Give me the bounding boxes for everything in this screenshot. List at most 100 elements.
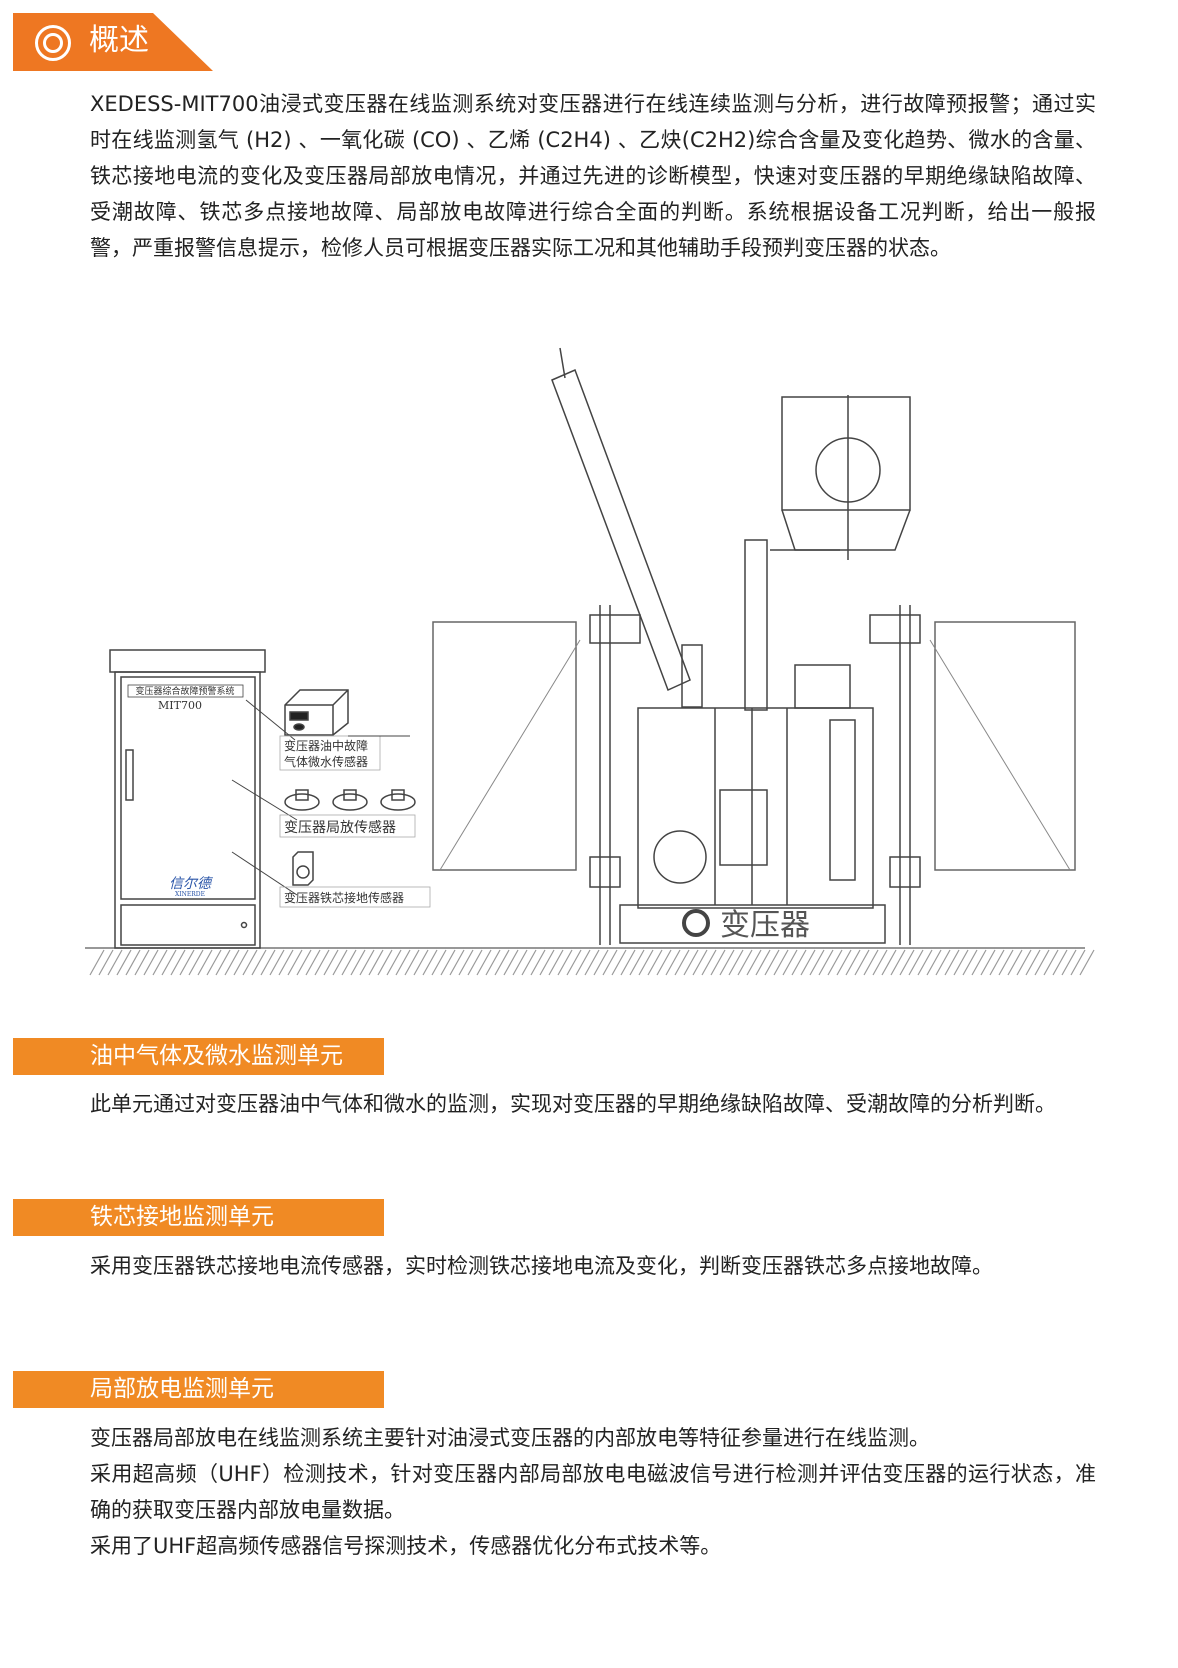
hatch-mark <box>368 949 384 976</box>
hatch-mark <box>530 949 546 976</box>
hatch-mark <box>440 949 456 976</box>
hatch-mark <box>773 949 789 976</box>
hatch-mark <box>692 949 708 976</box>
hatch-mark <box>449 949 465 976</box>
hatch-mark <box>413 949 429 976</box>
hatch-mark <box>431 949 447 976</box>
section-title: 油中气体及微水监测单元 <box>90 1043 343 1069</box>
hatch-mark <box>251 949 267 976</box>
cabinet-label: 变压器综合故障预警系统 <box>135 685 234 697</box>
hatch-mark <box>233 949 249 976</box>
section-title: 局部放电监测单元 <box>90 1376 274 1402</box>
hatch-mark <box>917 949 933 976</box>
hatch-mark <box>260 949 276 976</box>
cabinet-model: MIT700 <box>158 699 202 712</box>
hatch-mark <box>98 949 114 976</box>
hatch-mark <box>962 949 978 976</box>
monitoring-cabinet <box>109 649 266 949</box>
hatch-mark <box>593 949 609 976</box>
hatch-mark <box>737 949 753 976</box>
hatch-mark <box>809 949 825 976</box>
hatch-mark <box>1007 949 1023 976</box>
pd-sensor-label: 变压器局放传感器 <box>284 819 396 836</box>
hatch-mark <box>620 949 636 976</box>
section-banner-core: 铁芯接地监测单元 <box>13 1199 384 1236</box>
hatch-mark <box>539 949 555 976</box>
hatch-mark <box>926 949 942 976</box>
hatch-mark <box>791 949 807 976</box>
hatch-mark <box>116 949 132 976</box>
section-title: 铁芯接地监测单元 <box>90 1204 274 1230</box>
hatch-mark <box>1025 949 1041 976</box>
hatch-mark <box>341 949 357 976</box>
overview-text: XEDESS-MIT700油浸式变压器在线监测系统对变压器进行在线连续监测与分析… <box>90 92 1096 260</box>
pd-line: 采用超高频（UHF）检测技术，针对变压器内部局部放电电磁波信号进行检测并评估变压… <box>90 1462 1096 1522</box>
hatch-mark <box>278 949 294 976</box>
hatch-mark <box>728 949 744 976</box>
brand-logo: 信尔德 <box>169 876 214 892</box>
section-text-core: 采用变压器铁芯接地电流传感器，实时检测铁芯接地电流及变化，判断变压器铁芯多点接地… <box>90 1254 993 1278</box>
hatch-mark <box>359 949 375 976</box>
hatch-mark <box>224 949 240 976</box>
hatch-mark <box>881 949 897 976</box>
section-text-pd: 变压器局部放电在线监测系统主要针对油浸式变压器的内部放电等特征参量进行在线监测。… <box>90 1420 1096 1564</box>
hatch-mark <box>485 949 501 976</box>
hatch-mark <box>908 949 924 976</box>
hatch-mark <box>152 949 168 976</box>
hatch-mark <box>269 949 285 976</box>
hatch-mark <box>575 949 591 976</box>
hatch-mark <box>395 949 411 976</box>
hatch-mark <box>1043 949 1059 976</box>
hatch-mark <box>755 949 771 976</box>
overview-banner: 概述 <box>13 13 213 71</box>
hatch-mark <box>377 949 393 976</box>
hatch-mark <box>971 949 987 976</box>
hatch-mark <box>1079 949 1095 976</box>
hatch-mark <box>323 949 339 976</box>
double-circle-icon <box>35 25 71 61</box>
transformer-label: 变压器 <box>720 908 810 943</box>
hatch-mark <box>548 949 564 976</box>
hatch-mark <box>1061 949 1077 976</box>
hatch-mark <box>854 949 870 976</box>
hatch-mark <box>242 949 258 976</box>
hatch-mark <box>179 949 195 976</box>
hatch-mark <box>980 949 996 976</box>
hatch-mark <box>629 949 645 976</box>
hatch-mark <box>1070 949 1086 976</box>
hatch-mark <box>404 949 420 976</box>
hatch-mark <box>188 949 204 976</box>
brand-logo-en: XINERDE <box>175 891 205 898</box>
hatch-mark <box>215 949 231 976</box>
hatch-mark <box>863 949 879 976</box>
overview-title: 概述 <box>89 23 149 58</box>
hatch-mark <box>602 949 618 976</box>
section-text-gas: 此单元通过对变压器油中气体和微水的监测，实现对变压器的早期绝缘缺陷故障、受潮故障… <box>90 1092 1056 1116</box>
hatch-mark <box>170 949 186 976</box>
hatch-mark <box>647 949 663 976</box>
hatch-mark <box>818 949 834 976</box>
hatch-mark <box>890 949 906 976</box>
hatch-mark <box>674 949 690 976</box>
hatch-mark <box>944 949 960 976</box>
gas-sensor-label-1: 变压器油中故障 <box>284 738 368 753</box>
section-banner-pd: 局部放电监测单元 <box>13 1371 384 1408</box>
hatch-mark <box>287 949 303 976</box>
hatch-mark <box>557 949 573 976</box>
hatch-mark <box>386 949 402 976</box>
hatch-mark <box>1052 949 1068 976</box>
hatch-mark <box>953 949 969 976</box>
hatch-mark <box>143 949 159 976</box>
pd-line: 采用了UHF超高频传感器信号探测技术，传感器优化分布式技术等。 <box>90 1534 722 1558</box>
hatch-mark <box>197 949 213 976</box>
hatch-mark <box>566 949 582 976</box>
hatch-mark <box>125 949 141 976</box>
hatch-mark <box>350 949 366 976</box>
hatch-mark <box>989 949 1005 976</box>
hatch-mark <box>584 949 600 976</box>
gas-sensor-label-2: 气体微水传感器 <box>284 754 368 769</box>
pd-line: 变压器局部放电在线监测系统主要针对油浸式变压器的内部放电等特征参量进行在线监测。 <box>90 1426 930 1450</box>
hatch-mark <box>701 949 717 976</box>
hatch-mark <box>998 949 1014 976</box>
hatch-mark <box>134 949 150 976</box>
